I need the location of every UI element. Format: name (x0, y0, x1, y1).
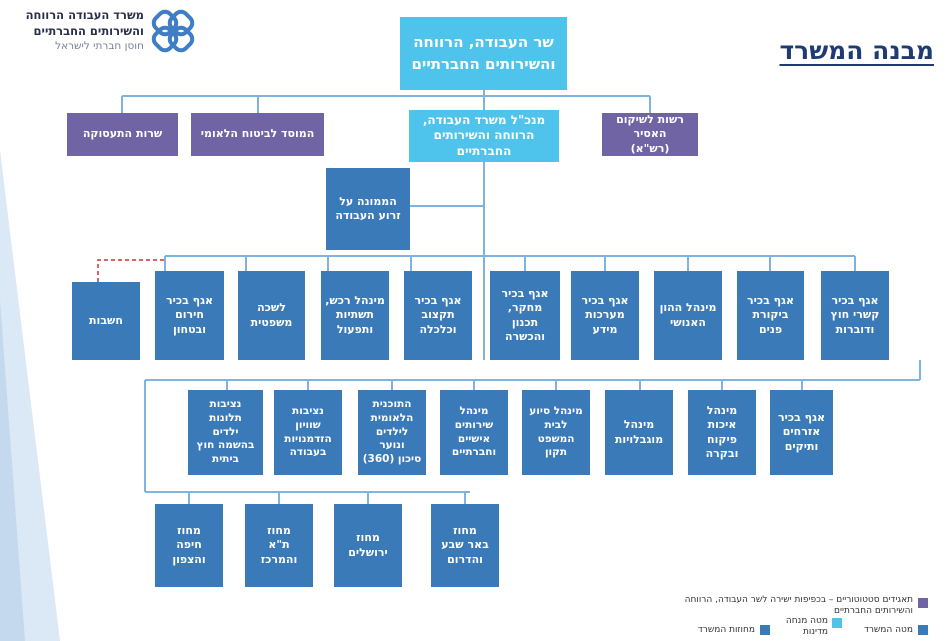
division-child-complaints: נציבות תלונות ילדים בהשמה חוץ ביתית (188, 390, 263, 475)
division-emergency-security: אגף בכיר חירום ובטחון (155, 271, 224, 360)
division-equal-opportunities: נציבות שוויון הזדמנויות בעבודה (274, 390, 342, 475)
prisoner-rehab-authority-box: רשות לשיקום האסיר (רש"א) (602, 113, 698, 156)
legend-swatch-districts (760, 625, 770, 635)
division-senior-citizens: אגף בכיר אזרחים ותיקים (770, 390, 833, 475)
legend-label-districts: מחוזות המשרד (697, 625, 755, 635)
division-court-assistance: מינהל סיוע לבית המשפט תקון (522, 390, 590, 475)
ministry-logo: משרד העבודה הרווחה והשירותים החברתיים חו… (4, 6, 204, 62)
division-foreign-relations: אגף בכיר קשרי חוץ ודוברות (821, 271, 889, 360)
division-procurement-ops: מינהל רכש, תשתיות ותפעול (321, 271, 389, 360)
division-budget-economics: אגף בכיר תקצוב וכלכלה (404, 271, 472, 360)
division-disabilities: מינהל מוגבלויות (605, 390, 673, 475)
labor-commissioner-box: הממונה על זרוע העבודה (326, 168, 410, 250)
logo-tagline: חוסן חברתי לישראל (55, 40, 144, 52)
corner-shape-left-inner (0, 300, 25, 641)
district-beersheba-south: מחוז באר שבע והדרום (431, 504, 499, 587)
division-internal-audit: אגף בכיר ביקורת פנים (737, 271, 804, 360)
legend-label-hq: מטה המשרד (863, 625, 913, 635)
infinity-knot-icon (151, 9, 195, 53)
logo-name-line1: משרד העבודה הרווחה (25, 8, 144, 22)
district-tel-aviv-center: מחוז ת"א והמרכז (245, 504, 313, 587)
district-jerusalem: מחוז ירושלים (334, 504, 402, 587)
division-quality-supervision: מינהל איכות פיקוח ובקרה (688, 390, 756, 475)
minister-box: שר העבודה, הרווחה והשירותים החברתיים (400, 17, 567, 90)
district-haifa-north: מחוז חיפה והצפון (155, 504, 223, 587)
legend-label-statutory: תאגידים סטטוטוריים – בכפיפות ישירה לשר ה… (684, 595, 913, 617)
division-information-systems: אגף בכיר מערכות מידע (571, 271, 639, 360)
legend-swatch-national-hq (832, 618, 842, 628)
division-personal-social-services: מינהל שירותים אישיים וחברתיים (440, 390, 508, 475)
employment-service-box: שרות התעסוקה (67, 113, 178, 156)
division-human-capital: מינהל ההון האנושי (654, 271, 722, 360)
division-accountant: חשבות (72, 282, 140, 360)
division-research-planning: אגף בכיר מחקר, תכנון והכשרה (490, 271, 560, 360)
national-insurance-box: המוסד לביטוח הלאומי (191, 113, 324, 156)
logo-name-line2: והשירותים החברתיים (33, 24, 144, 38)
division-legal-bureau: לשכה משפטית (238, 271, 305, 360)
legend-label-national-hq: מטה מנחה מדינות (785, 616, 828, 638)
division-national-youth-program: התוכנית הלאומית לילדים ונוער סיכון (360) (358, 390, 426, 475)
page-title: מבנה המשרד (779, 36, 934, 65)
legend-swatch-hq (918, 625, 928, 635)
director-general-box: מנכ"ל משרד העבודה, הרווחה והשירותים החבר… (409, 110, 559, 162)
legend-swatch-statutory (918, 598, 928, 608)
dashed-connector (97, 259, 165, 282)
